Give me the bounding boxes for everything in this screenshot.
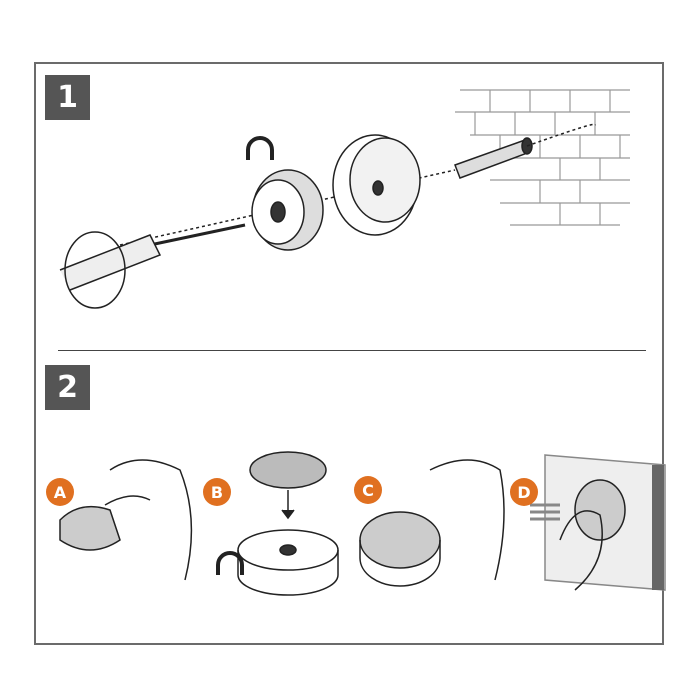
magnet-icon [216,551,244,575]
screwdriver-icon [59,231,162,309]
step-1-badge: 1 [45,75,90,120]
magnet-ring [251,169,324,251]
screw-icon [149,223,246,247]
wall-plug-icon [454,137,533,179]
magnet-icon [246,136,274,160]
section-divider [58,350,646,351]
substep-b-badge: B [203,478,231,506]
instruction-frame [34,62,664,645]
substep-a-badge: A [46,478,74,506]
adhesive-pad-icon [237,451,339,596]
wall-mount-scene [530,454,666,591]
mount-cup [332,134,421,236]
hand-icon [359,459,505,587]
hand-icon [59,459,193,581]
substep-d-badge: D [510,478,538,506]
brick-wall-icon [455,89,630,226]
alignment-line [119,123,596,246]
substep-c-badge: C [354,476,382,504]
step-2-badge: 2 [45,365,90,410]
